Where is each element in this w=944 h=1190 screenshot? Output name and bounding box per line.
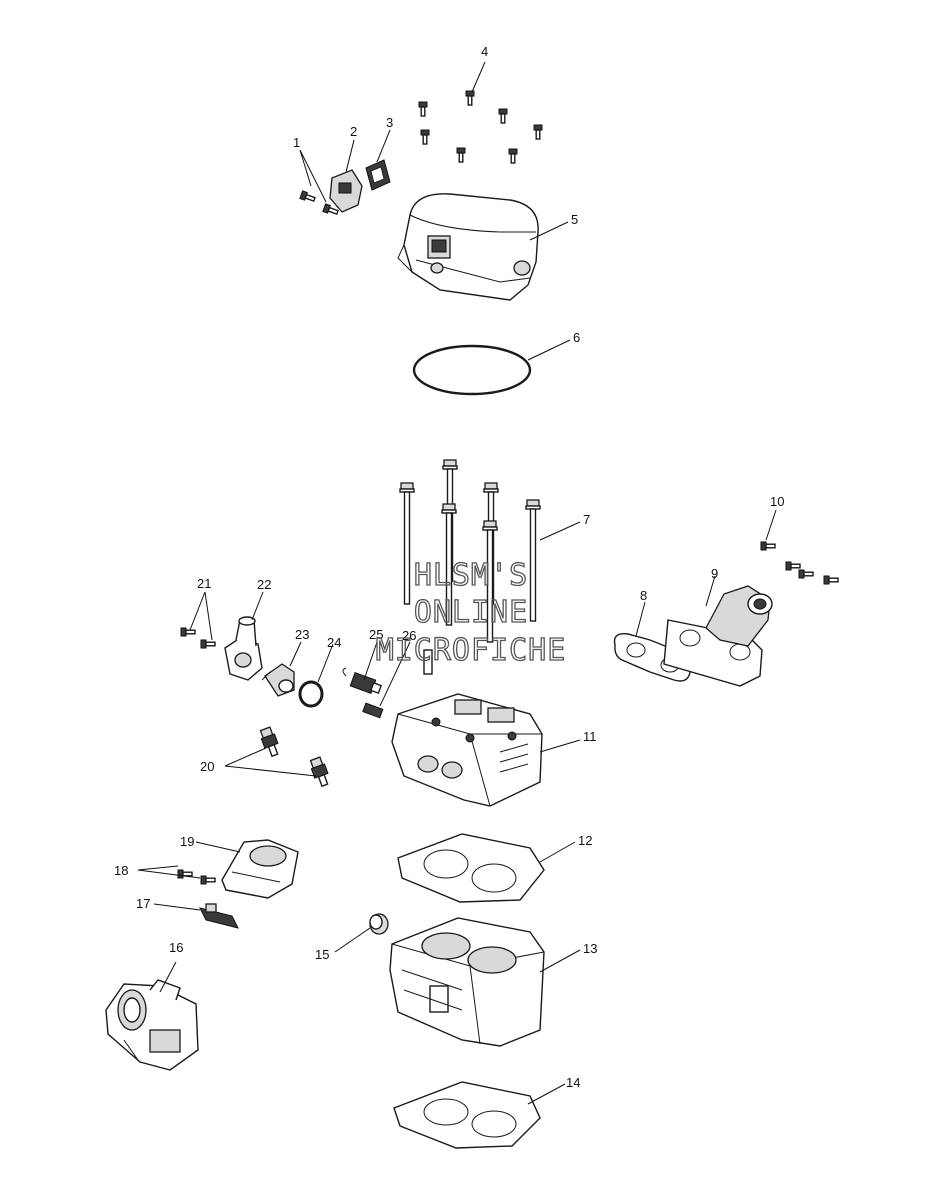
watermark-line-1: HLSM'S [414,558,528,593]
cylinder-head-part-11[interactable] [391,693,543,807]
callout-19: 19 [180,834,194,849]
gasket-ring-part-6[interactable] [412,344,532,396]
clamp-part-17[interactable] [199,903,239,929]
bolts-part-4[interactable] [418,90,543,164]
exhaust-manifold-part-9[interactable] [663,585,773,687]
callout-17: 17 [136,896,150,911]
watermark: HLSM'S ONLINE MICROFICHE [375,557,567,668]
callout-4: 4 [481,44,488,59]
callout-23: 23 [295,627,309,642]
plug-part-15[interactable] [369,913,389,935]
watermark-line-2: ONLINE [414,595,528,630]
spark-plugs-part-20[interactable] [259,726,332,788]
callout-7: 7 [583,512,590,527]
thermostat-part-23[interactable] [261,663,295,697]
callout-2: 2 [350,124,357,139]
callout-labels: 1 2 3 4 5 6 7 8 9 10 11 12 13 14 15 16 1… [114,44,784,1090]
callout-16: 16 [169,940,183,955]
callout-8: 8 [640,588,647,603]
callout-26: 26 [402,628,416,643]
callout-15: 15 [315,947,329,962]
cylinder-part-13[interactable] [389,917,545,1047]
intake-boot-part-19[interactable] [221,839,299,899]
callout-10: 10 [770,494,784,509]
callout-9: 9 [711,566,718,581]
screws-part-21[interactable] [180,627,216,649]
callout-21: 21 [197,576,211,591]
callout-12: 12 [578,833,592,848]
bolts-part-10[interactable] [760,541,839,585]
callout-13: 13 [583,941,597,956]
callout-3: 3 [386,115,393,130]
leader-lines [137,61,777,1105]
callout-14: 14 [566,1075,580,1090]
callout-18: 18 [114,863,128,878]
callout-6: 6 [573,330,580,345]
callout-5: 5 [571,212,578,227]
head-gasket-part-12[interactable] [397,833,545,903]
screws-part-18[interactable] [177,869,216,885]
valve-cover-part-5[interactable] [397,193,539,301]
throttle-body-part-16[interactable] [105,979,199,1071]
base-gasket-part-14[interactable] [393,1081,541,1149]
callout-24: 24 [327,635,341,650]
breather-housing-part-2[interactable] [329,169,363,213]
callout-25: 25 [369,627,383,642]
callout-22: 22 [257,577,271,592]
callout-1: 1 [293,135,300,150]
watermark-line-3: MICROFICHE [376,633,567,668]
seal-part-3[interactable] [365,159,391,191]
plug-part-26[interactable] [362,649,433,719]
thermostat-housing-part-22[interactable] [224,616,263,681]
sensor-part-25[interactable] [342,667,383,695]
callout-11: 11 [583,729,597,744]
o-ring-part-24[interactable] [298,680,324,708]
callout-20: 20 [200,759,214,774]
